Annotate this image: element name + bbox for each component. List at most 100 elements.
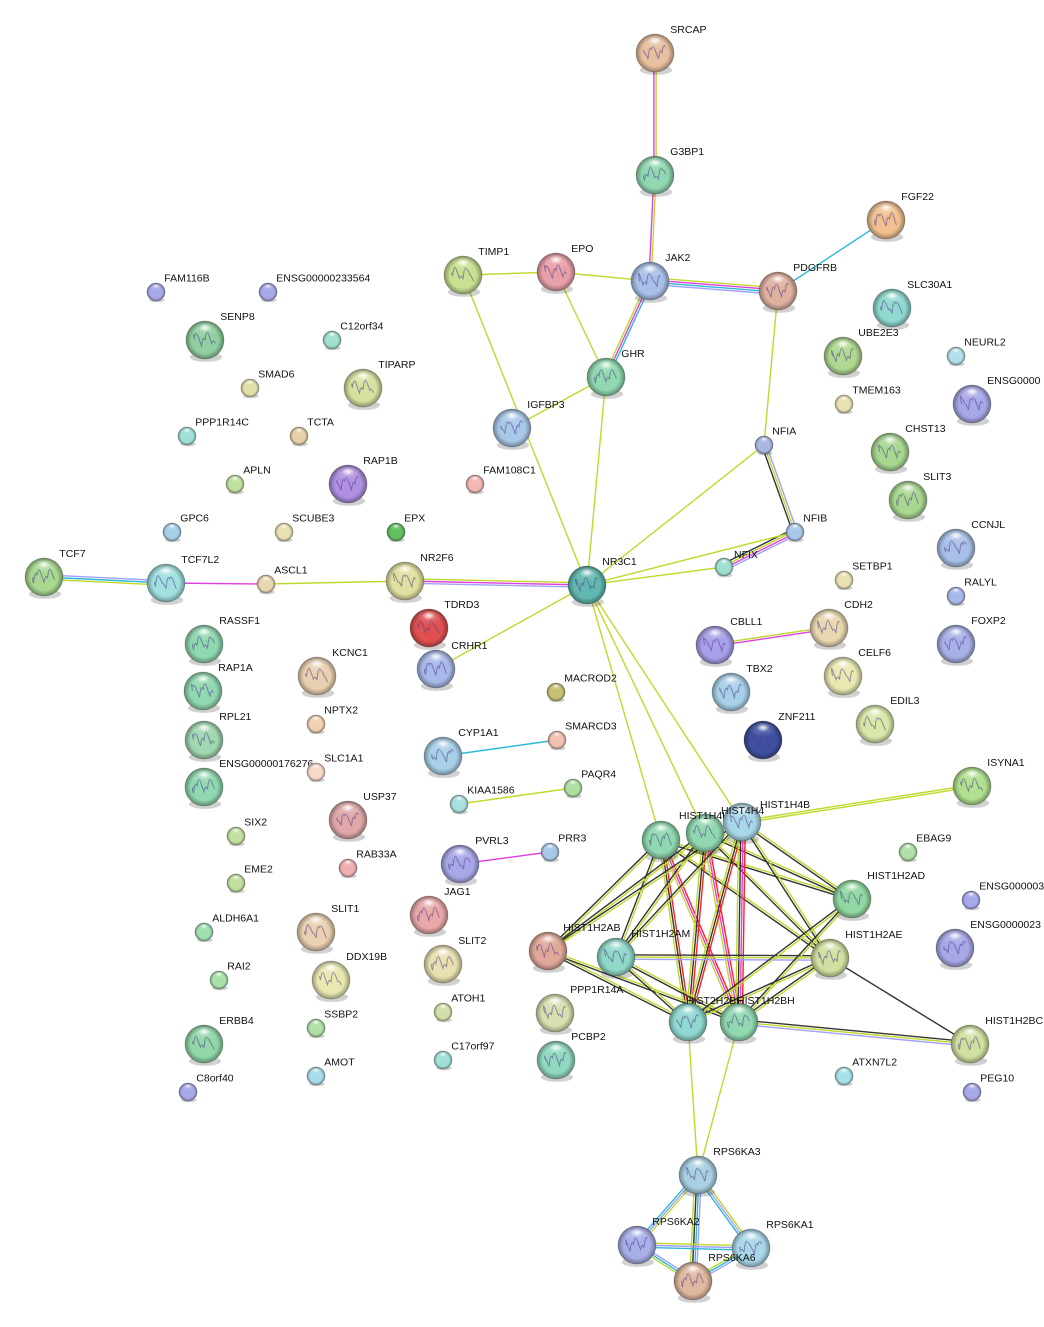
node-hist1h2bh[interactable]: HIST1H2BH [719,995,795,1044]
node-edil3[interactable]: EDIL3 [855,695,920,746]
edge-KIAA1586-PAQR4[interactable] [458,787,574,805]
edge-HIST4H4-HIST1H2BH[interactable] [735,821,746,1023]
edge-ISYNA1-HIST4H4[interactable] [741,784,973,824]
node-slc1a1[interactable]: SLC1A1 [306,752,364,783]
node-foxp2[interactable]: FOXP2 [936,615,1006,666]
node-hist1h2ae[interactable]: HIST1H2AE [810,929,902,980]
node-cbll1[interactable]: CBLL1 [695,616,763,667]
node-ppp1r14c[interactable]: PPP1R14C [177,416,249,447]
edge-EPO-GHR[interactable] [555,271,607,378]
node-scube3[interactable]: SCUBE3 [274,512,334,543]
edge-GHR-NR3C1[interactable] [586,376,607,586]
node-six2[interactable]: SIX2 [226,816,267,847]
edge-HIST4H4-HIST1H2AD[interactable] [740,820,854,901]
node-nptx2[interactable]: NPTX2 [306,704,358,735]
edge-NFIB-NR3C1[interactable] [586,531,796,586]
node-atoh1[interactable]: ATOH1 [433,992,485,1023]
edge-HIST1H2AD-HIST1H2BH[interactable] [737,897,854,1024]
node-setbp1[interactable]: SETBP1 [834,560,893,591]
edge-HIST1H4L_a-HIST1H2AD[interactable] [660,838,853,901]
node-ensg00000233564[interactable]: ENSG00000233564 [258,272,370,303]
node-jag1[interactable]: JAG1 [409,886,471,937]
edge-JAK2-PDGFRB[interactable] [649,277,779,295]
edge-HIST1H4L-HIST1H2AD[interactable] [704,831,853,901]
node-ube2e3[interactable]: UBE2E3 [823,327,899,378]
node-hist1h4l[interactable]: HIST1H4L [679,810,728,855]
node-ensg00000_a[interactable]: ENSG0000 [952,375,1041,426]
edge-HIST2H2BF-RPS6KA3[interactable] [687,1021,699,1176]
node-slit2[interactable]: SLIT2 [423,935,486,986]
node-paqr4[interactable]: PAQR4 [563,768,616,799]
edge-HIST1H4L_a-HIST1H2AB[interactable] [546,838,663,953]
node-fgf22[interactable]: FGF22 [866,191,934,242]
edge-CRHR1-NR3C1[interactable] [435,584,588,670]
edge-PDGFRB-NFIA[interactable] [763,290,779,446]
node-pdgfrb[interactable]: PDGFRB [758,262,837,313]
node-nr2f6[interactable]: NR2F6 [385,552,454,603]
edge-HIST1H2AM-HIST1H2BH[interactable] [615,955,740,1024]
node-ensg00000176276[interactable]: ENSG00000176276 [184,758,313,809]
node-tcta[interactable]: TCTA [289,416,334,447]
node-rap1a[interactable]: RAP1A [183,662,253,713]
edge-HIST1H2BH-HIST1H2BC[interactable] [738,1019,971,1047]
node-nfix[interactable]: NFIX [714,549,758,578]
node-hist1h2ad[interactable]: HIST1H2AD [832,870,925,921]
node-cyp1a1[interactable]: CYP1A1 [423,727,499,778]
node-tmem163[interactable]: TMEM163 [834,384,901,415]
node-chst13[interactable]: CHST13 [870,423,946,474]
edge-NFIA-NR3C1[interactable] [586,444,765,586]
edge-HIST1H2AE-HIST1H2BC[interactable] [829,957,971,1045]
node-erbb4[interactable]: ERBB4 [184,1015,254,1066]
node-ssbp2[interactable]: SSBP2 [306,1008,358,1039]
node-timp1[interactable]: TIMP1 [443,246,509,297]
node-rpl21[interactable]: RPL21 [184,711,252,762]
node-c8orf40[interactable]: C8orf40 [178,1072,234,1103]
node-smad6[interactable]: SMAD6 [240,368,295,399]
node-slit1[interactable]: SLIT1 [296,903,359,954]
edge-HIST4H4-HIST1H2AE[interactable] [740,821,832,959]
node-smarcd3[interactable]: SMARCD3 [547,720,617,751]
node-pvrl3[interactable]: PVRL3 [440,835,509,886]
node-macrod2[interactable]: MACROD2 [546,672,617,703]
node-nfia[interactable]: NFIA [754,425,796,456]
node-c12orf34[interactable]: C12orf34 [322,320,384,351]
edge-NR3C1-HIST1H4L_a[interactable] [586,584,662,841]
node-rab33a[interactable]: RAB33A [338,848,397,879]
node-isyna1[interactable]: ISYNA1 [952,757,1025,808]
node-ppp1r14a[interactable]: PPP1R14A [535,984,623,1035]
node-hist1h2bc[interactable]: HIST1H2BC [950,1015,1043,1066]
edge-NR3C1-HIST1H4L[interactable] [586,584,706,834]
node-amot[interactable]: AMOT [306,1056,355,1087]
node-aldh6a1[interactable]: ALDH6A1 [194,912,259,943]
edge-TCF7-TCF7L2[interactable] [43,574,167,586]
node-eme2[interactable]: EME2 [226,863,273,894]
node-nr3c1[interactable]: NR3C1 [567,556,637,607]
node-hist4h4[interactable]: HIST4H4 [721,802,764,844]
node-senp8[interactable]: SENP8 [185,311,255,362]
node-hist1h2am[interactable]: HIST1H2AM [596,928,690,979]
node-rps6ka3[interactable]: RPS6KA3 [678,1146,761,1197]
node-ensg00000_b[interactable]: ENSG000003 [961,880,1044,911]
node-prr3[interactable]: PRR3 [540,832,586,863]
edge-SRCAP-G3BP1[interactable] [653,53,657,175]
node-hist1h4l_a[interactable] [641,820,681,862]
node-nfib[interactable]: NFIB [785,512,827,543]
edge-HIST1H2BH-RPS6KA3[interactable] [697,1021,740,1176]
node-rai2[interactable]: RAI2 [209,960,251,991]
node-tbx2[interactable]: TBX2 [711,663,773,714]
edge-CYP1A1-SMARCD3[interactable] [442,739,558,757]
node-ddx19b[interactable]: DDX19B [311,951,387,1002]
node-celf6[interactable]: CELF6 [823,647,891,698]
node-gpc6[interactable]: GPC6 [162,512,209,543]
edge-HIST1H4L-HIST1H2AE[interactable] [703,831,832,960]
edge-HIST1H2AE-HIST2H2BF[interactable] [687,956,831,1024]
node-crhr1[interactable]: CRHR1 [416,640,488,691]
node-ascl1[interactable]: ASCL1 [256,564,308,595]
edge-HIST1H2AB-HIST2H2BF[interactable] [547,949,689,1024]
node-tdrd3[interactable]: TDRD3 [409,599,479,650]
node-peg10[interactable]: PEG10 [962,1072,1014,1103]
node-c17orf97[interactable]: C17orf97 [433,1040,495,1071]
edge-NR3C1-HIST4H4[interactable] [586,584,743,823]
node-pcbp2[interactable]: PCBP2 [536,1031,606,1082]
